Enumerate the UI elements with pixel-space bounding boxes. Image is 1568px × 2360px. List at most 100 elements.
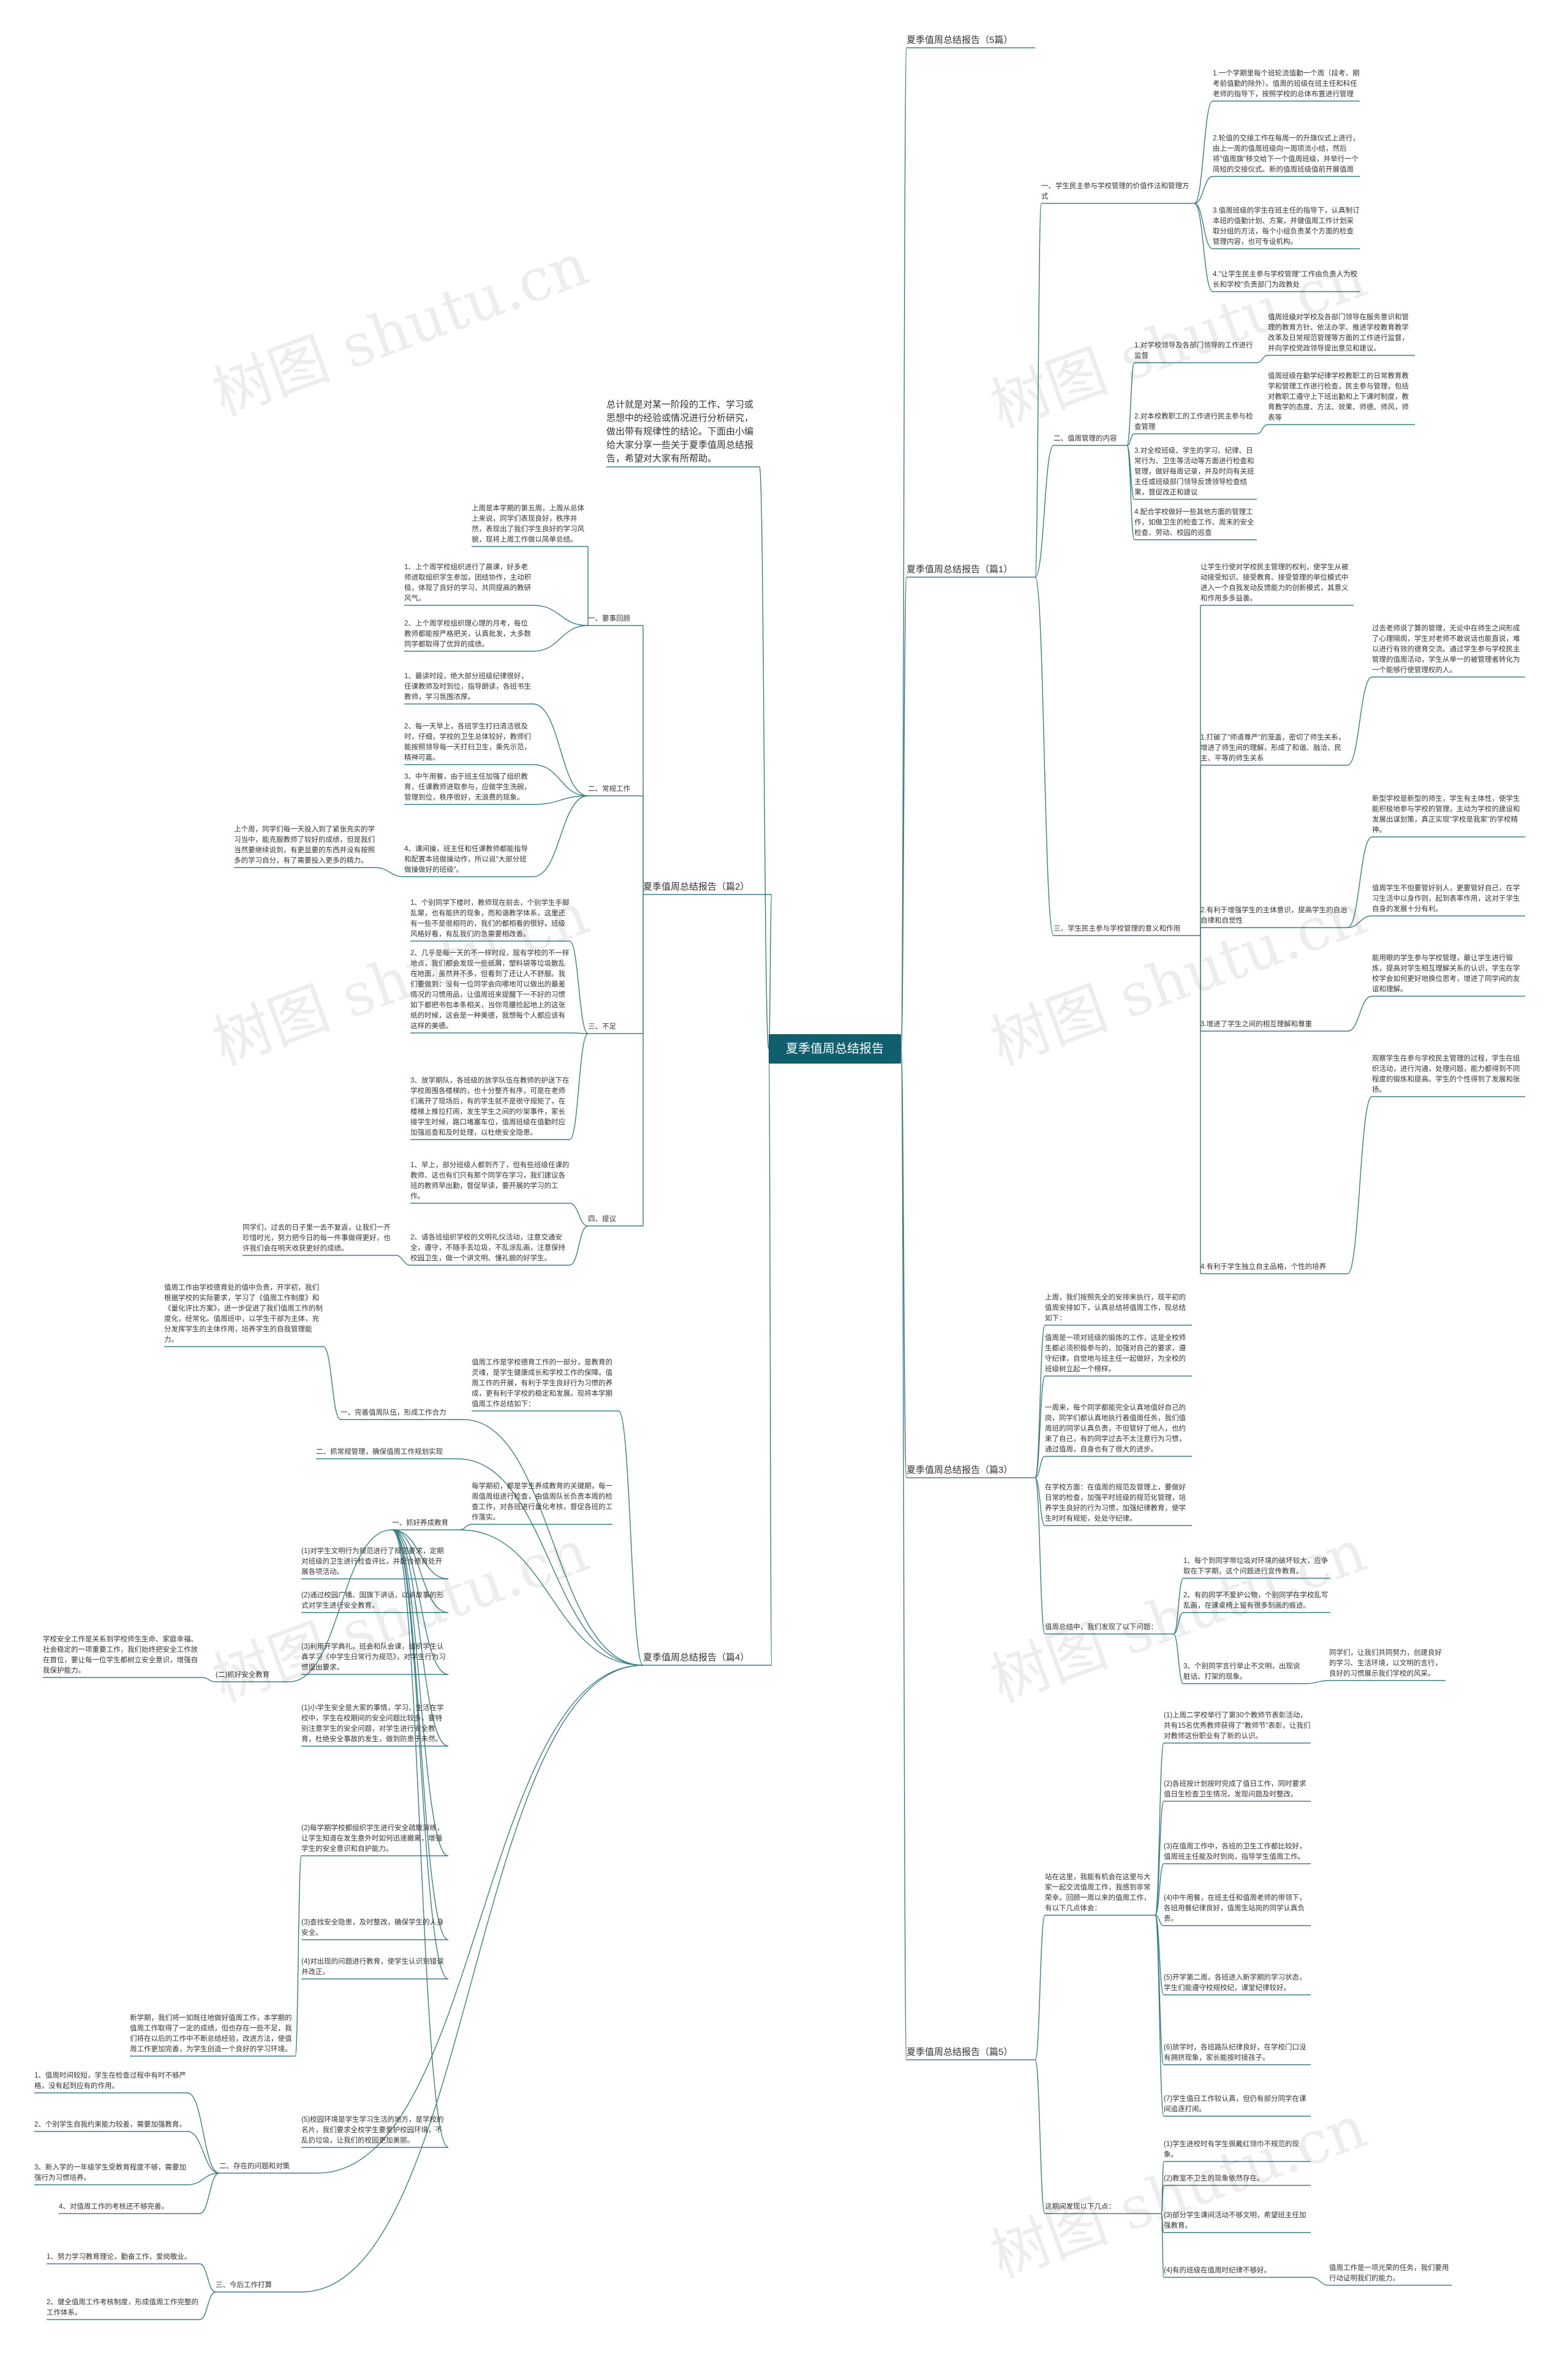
intro-text: 总计就是对某一阶段的工作、学习或思想中的经验或情况进行分析研究，做出带有规律性的… [606, 399, 754, 464]
p1-section-3[interactable]: 三、学生民主参与学校管理的意义和作用 [1054, 925, 1180, 932]
connector [1035, 577, 1054, 936]
p4-s4-item: 4、对值周工作的考核还不够完善。 [59, 2203, 168, 2211]
connector [1155, 1915, 1164, 2117]
connector [301, 1665, 644, 2293]
connector [459, 1524, 472, 1530]
p1-s3-note: 新型学校是新型的师生，学生有主体性，使学生能积极地参与学校的管理，主动为学校的建… [1372, 795, 1520, 834]
p4-section-5[interactable]: 三、今后工作打算 [216, 2282, 272, 2289]
p1-s3-item: 4.有利于学生独立自主品格，个性的培养 [1200, 1263, 1327, 1271]
p5-sub-note: 值周工作是一项光荣的任务，我们要用行动证明我们的能力。 [1329, 2264, 1449, 2282]
connector [532, 764, 589, 796]
p5-sub-item: (1)学生进校时有学生佩戴红领巾不规范的现象。 [1164, 2141, 1300, 2158]
connector [1161, 2185, 1164, 2214]
p1-s3-note: 观察学生在参与学校民主管理的过程，学生在组织活动，进行沟通，处理问题，能力都得到… [1372, 1055, 1520, 1094]
p2-section-3[interactable]: 三、不足 [588, 1023, 616, 1031]
connector [1194, 203, 1213, 249]
branch-4[interactable]: 夏季值周总结报告（篇4） [643, 1652, 750, 1663]
p4-section-3[interactable]: 一、抓好养成教育 [392, 1519, 448, 1527]
connector [1126, 362, 1135, 446]
connector [1194, 176, 1213, 204]
connector [1256, 355, 1268, 363]
p5-item: (5)开学第二周，各班进入新学期的学习状态，学生们能遵守校规校纪，课堂纪律较好。 [1164, 1974, 1306, 1992]
connector [1035, 2059, 1046, 2214]
connector [1347, 996, 1373, 1032]
p4-s3-item: (1)小学生安全是大家的事情，学习、生活在学校中，学生在校期间的安全问题比较多，… [301, 1704, 444, 1743]
p4-s3-item: (4)对出现的问题进行教育，使学生认识到错误并改正。 [301, 1958, 444, 1976]
p4-s3-item: (2)每学期学校都组织学生进行安全疏散演练，让学生知道在发生意外时如何迅速撤离，… [301, 1825, 444, 1853]
connector [391, 1529, 449, 1613]
p3-sub-note: 同学们，让我们共同努力，创建良好的学习、生活环境，以文明的言行，良好的习惯展示我… [1329, 1649, 1442, 1677]
p4-section-4[interactable]: 二、存在的问题和对策 [219, 2163, 290, 2170]
connector [187, 2131, 220, 2174]
p4-s3-note: 每学期初，都是学生养成教育的关键期，每一周值周组进行检查，由值周队长负责本周的检… [472, 1483, 612, 1521]
connector [395, 1255, 411, 1266]
p5-sub-item: (2)教室不卫生的现象依然存在。 [1164, 2175, 1264, 2182]
p4-sub-b[interactable]: (二)抓好安全教育 [216, 1671, 270, 1679]
p1-section-1[interactable]: 一、学生民主参与学校管理的价值作法和管理方式 [1041, 183, 1189, 200]
p2-s4-item: 1、早上，部分班级人都到齐了，但有些班级任课的教师、这也有们只有那个同学在学习，… [410, 1162, 570, 1200]
connector [391, 1529, 449, 1856]
p5-subheading[interactable]: 这期间发现以下几点： [1045, 2203, 1115, 2211]
p1-s1-item: 3.值周班级的学生在班主任的指导下，认真制订本班的值勤计划、方案，并健值周工作计… [1213, 207, 1360, 246]
branch-3[interactable]: 夏季值周总结报告（篇3） [907, 1465, 1013, 1475]
p2-section-4[interactable]: 四、提议 [588, 1216, 616, 1223]
p1-s3-note: 值周学生不但要管好别人，更要管好自己，在学习生活中以身作则，起到表率作用，这对于… [1372, 885, 1520, 913]
connector [759, 466, 769, 1050]
connector [462, 1419, 644, 1666]
connector [1035, 1325, 1046, 1478]
connector [391, 1529, 449, 1747]
connector [1035, 1456, 1046, 1478]
branch-1[interactable]: 夏季值周总结报告（篇1） [907, 564, 1013, 575]
p1-s1-item: 1.一个学期里每个班轮流值勤一个周（段考、期考前值勤的除外）。值周的班级在班主任… [1213, 70, 1360, 98]
p1-section-2[interactable]: 二、值周管理的内容 [1054, 435, 1117, 442]
connector [391, 1529, 449, 1980]
connector [569, 1033, 589, 1140]
p3-subheading[interactable]: 值周总结中，我们发现了以下问题： [1045, 1624, 1158, 1631]
p4-s3-item: (1)对学生文明行为规范进行了规范要求，定期对班级的卫生进行检查评比，并配合德育… [301, 1548, 444, 1576]
connector [1155, 1915, 1164, 1926]
connector [1126, 433, 1135, 446]
p4-s4-item: 1、值周时间较短，学生在检查过程中有时不够严格，没有起到应有的作用。 [34, 2072, 186, 2090]
p1-s3-note: 让学生行使对学校民主管理的权利，使学生从被动接受知识、接受教育、接受管理的单位模… [1200, 564, 1349, 602]
p2-section-1[interactable]: 一、要事回顾 [588, 615, 630, 622]
connector [1035, 1477, 1046, 1635]
connector [374, 867, 405, 877]
p2-s4-item: 2、请各班组织学校的文明礼仪活动，注意交通安全，遵守，不随手丢垃圾，不乱涂乱画，… [410, 1234, 565, 1262]
connector [199, 2291, 216, 2320]
p4-intro: 值周工作是学校德育工作的一部分，是教育的灵魂，是学生健康成长和学校工作的保障。值… [472, 1359, 612, 1408]
p1-s2-item: 2.对本校教职工的工作进行民主参与检查管理 [1134, 413, 1253, 431]
p2-s1-item: 2、上个周学校组织理心理的月考，每位教师都能按严格把关，认真批发，大多数同学都取… [404, 620, 531, 648]
p1-s3-note: 能用眼的学生参与学校管理，最让学生进行锻炼，提高对学生相互理解关系的认识，学生在… [1372, 955, 1520, 993]
connector [1155, 1863, 1164, 1916]
root-topic[interactable]: 夏季值周总结报告 [769, 1034, 901, 1064]
p4-s3-item: (3)查找安全隐患，及时整改，确保学生的人身安全。 [301, 1919, 444, 1937]
branch-2[interactable]: 夏季值周总结报告（篇2） [643, 882, 750, 892]
p1-s2-item: 1.对学校领导及各部门领导的工作进行监督 [1134, 342, 1253, 360]
connector [456, 1458, 644, 1666]
connector [1194, 203, 1213, 292]
connector [569, 940, 589, 1034]
connector [391, 1529, 449, 1940]
connector [187, 2092, 220, 2174]
connector [900, 1048, 907, 1478]
branch-5[interactable]: 夏季值周总结报告（篇5） [907, 2047, 1013, 2057]
connector [532, 605, 589, 626]
connector [187, 2173, 220, 2185]
p2-s3-item: 1、个别同学下楼时，教师现在前去，个别学生手脚乱窜，也有能挤的现象，而和谐教学体… [410, 899, 570, 938]
p4-s4-note: 新学期，我们将一如既往地做好值周工作，本学期的值周工作取得了一定的成绩，但也存在… [130, 2014, 292, 2053]
connector [391, 1529, 449, 1675]
connector [900, 1048, 907, 2060]
connector [459, 1529, 644, 1666]
p4-s4-item: 2、个别学生自我约束能力较差，需要加强教育。 [34, 2121, 186, 2128]
p2-s1-item: 上周是本学期的第五周，上周从总体上来说，同学们表现良好，秩序井然，表现出了我们学… [472, 505, 584, 543]
connector [532, 625, 589, 652]
p4-section-1[interactable]: 一、完善值周队伍，形成工作合力 [341, 1409, 447, 1416]
p4-s3-item: (3)利用开学典礼，班会和队会课，组织学生认真学习《中学生日常行为规范》，对学生… [301, 1643, 446, 1671]
p2-section-2[interactable]: 二、常规工作 [588, 785, 630, 793]
p4-section-2[interactable]: 二、抓常规管理，确保值周工作规划实现 [316, 1448, 443, 1456]
connector [569, 1203, 589, 1227]
p2-s3-note: 同学们，过去的日子里一去不复返，让我们一齐珍惜时光，努力把今日的每一件事做得更好… [243, 1224, 391, 1252]
branch-0[interactable]: 夏季值周总结报告（5篇） [907, 35, 1013, 45]
p1-s3-item: 2.有利于增强学生的主体意识，提高学生的自治自律和自觉性 [1200, 907, 1348, 925]
